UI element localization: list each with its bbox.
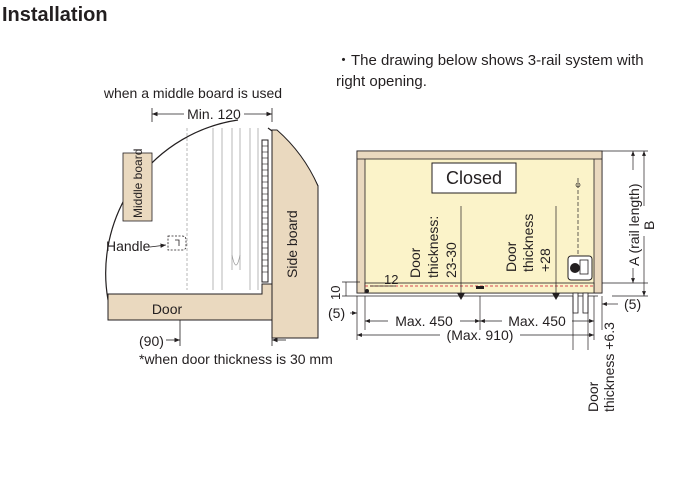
footnote: *when door thickness is 30 mm: [139, 351, 333, 367]
door-thickness-b1: Door: [503, 241, 519, 272]
middle-board: [122, 152, 153, 222]
dim-5-right: (5): [624, 296, 641, 312]
door-thickness-a2: thickness:: [425, 216, 441, 278]
door-thickness-a1: Door: [407, 247, 423, 278]
door-thickness-63-b: thickness +6.3: [601, 322, 617, 412]
right-diagram: Closed Door thickness: 23-30 Door thickn…: [328, 150, 657, 412]
door-thickness-a3: 23-30: [443, 242, 459, 278]
side-board-label: Side board: [284, 210, 300, 278]
min-120-label: Min. 120: [187, 106, 241, 122]
handle-icon: [167, 235, 187, 251]
dim-10: 10: [328, 286, 343, 300]
door-thickness-b2: thickness: [520, 214, 536, 272]
door-board: [107, 283, 273, 321]
closed-box: [431, 162, 517, 194]
intro-note: ・The drawing below shows 3-rail system w…: [336, 52, 644, 90]
door-thickness-63-a: Door: [585, 381, 601, 412]
middle-board-label: Middle board: [131, 149, 145, 218]
dim-12: 12: [384, 272, 398, 287]
side-board: [271, 129, 319, 339]
dim-5-left: (5): [328, 305, 345, 321]
closed-label: Closed: [446, 168, 502, 188]
left-detail: when a middle board is used Min. 120 Mid…: [103, 85, 333, 367]
max-450-right: Max. 450: [508, 313, 566, 329]
max-450-left: Max. 450: [395, 313, 453, 329]
rail-ladder: [261, 139, 269, 283]
dim-b-label: B: [641, 221, 657, 230]
door-thickness-b3: +28: [537, 248, 553, 272]
door-label: Door: [152, 301, 183, 317]
handle-label: Handle: [106, 238, 151, 254]
page-title: Installation: [2, 4, 108, 26]
left-caption: when a middle board is used: [103, 85, 282, 101]
max-910: (Max. 910): [447, 327, 514, 343]
offset-90-label: (90): [139, 333, 164, 349]
rail-length-label: A (rail length): [626, 184, 642, 266]
